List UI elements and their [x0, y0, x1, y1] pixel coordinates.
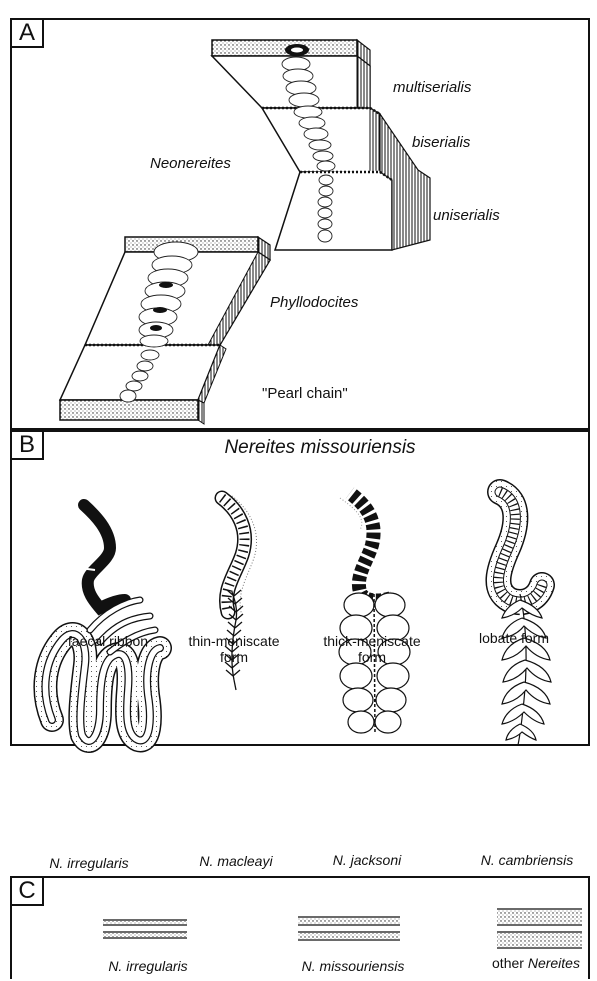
- caption-c-missouriensis: N. missouriensis: [302, 958, 405, 974]
- layers-irregularis: [103, 920, 187, 938]
- layers-other-nereites: [497, 909, 582, 948]
- caption-c-other-prefix: other: [492, 955, 524, 971]
- caption-c-other-genus: Nereites: [528, 955, 580, 971]
- caption-c-irregularis: N. irregularis: [108, 958, 187, 974]
- caption-c-other-nereites: other Nereites: [492, 955, 580, 971]
- layers-missouriensis: [298, 917, 400, 940]
